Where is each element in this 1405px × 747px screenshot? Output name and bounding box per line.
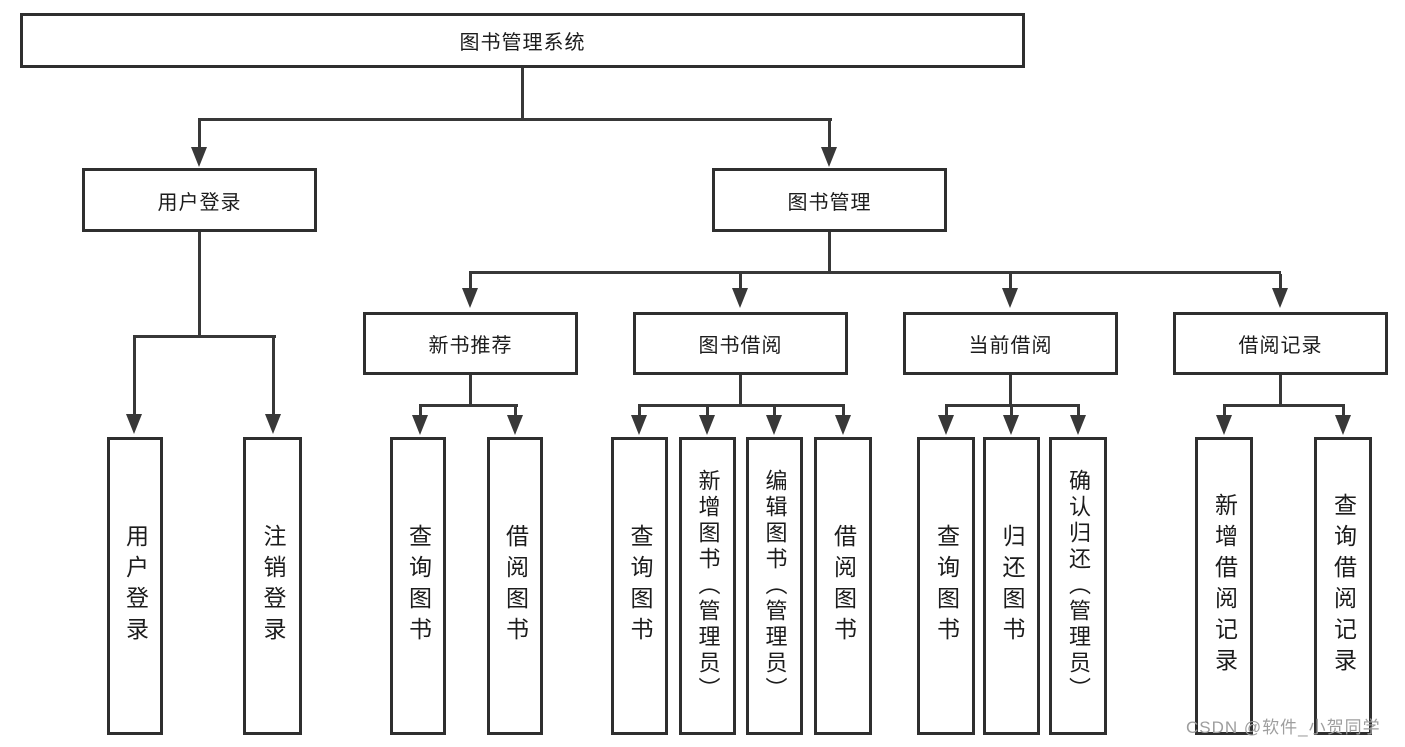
- leaf-br-query-record: 查询借阅记录: [1314, 437, 1372, 735]
- edge-level2-bus: [198, 118, 832, 121]
- leaf-cb-confirm-return-label: 确认归还（管理员）: [1066, 469, 1091, 703]
- leaf-rec-borrow-books-label: 借阅图书: [502, 524, 529, 648]
- leaf-bb-query-books-label: 查询图书: [627, 524, 653, 648]
- leaf-cb-query-books: 查询图书: [917, 437, 975, 735]
- edge-user-login-bus: [133, 335, 276, 338]
- arrowhead-book-mgmt: [821, 147, 837, 167]
- edge-rec-bus: [419, 404, 518, 407]
- edge-drop-bb-add: [706, 407, 709, 416]
- node-current-borrow: 当前借阅: [903, 312, 1118, 375]
- edge-drop-book-borrow: [739, 274, 742, 289]
- edge-drop-book-mgmt: [828, 121, 831, 148]
- leaf-bb-borrow-books-label: 借阅图书: [830, 524, 857, 648]
- node-borrow-records: 借阅记录: [1173, 312, 1388, 375]
- edge-drop-cb-return: [1010, 407, 1013, 416]
- leaf-bb-add-books-label: 新增图书（管理员）: [695, 469, 721, 703]
- leaf-cb-query-books-label: 查询图书: [933, 524, 960, 648]
- arrowhead-user-login: [191, 147, 207, 167]
- node-root: 图书管理系统: [20, 13, 1025, 68]
- leaf-rec-query-books-label: 查询图书: [405, 524, 432, 648]
- leaf-bb-query-books: 查询图书: [611, 437, 668, 735]
- arrowhead-rec-borrow: [507, 415, 523, 435]
- edge-drop-bb-edit: [773, 407, 776, 416]
- node-current-borrow-label: 当前借阅: [968, 335, 1053, 357]
- arrowhead-bb-add: [699, 415, 715, 435]
- edge-cb-trunk: [1009, 375, 1012, 406]
- arrowhead-cb-query: [938, 415, 954, 435]
- leaf-br-add-record-label: 新增借阅记录: [1211, 493, 1238, 679]
- edge-drop-ul-login: [133, 338, 136, 415]
- leaf-cb-return-books: 归还图书: [983, 437, 1040, 735]
- arrowhead-book-borrow: [732, 288, 748, 308]
- leaf-br-query-record-label: 查询借阅记录: [1330, 493, 1357, 679]
- edge-drop-rec-query: [419, 407, 422, 416]
- arrowhead-bb-query: [631, 415, 647, 435]
- node-new-book-rec-label: 新书推荐: [428, 335, 513, 357]
- leaf-rec-query-books: 查询图书: [390, 437, 446, 735]
- edge-bb-bus: [638, 404, 845, 407]
- edge-br-trunk: [1279, 375, 1282, 406]
- edge-drop-rec-borrow: [514, 407, 517, 416]
- node-borrow-records-label: 借阅记录: [1238, 335, 1323, 357]
- edge-cb-bus: [945, 404, 1080, 407]
- arrowhead-borrow-records: [1272, 288, 1288, 308]
- edge-drop-cb-confirm: [1077, 407, 1080, 416]
- arrowhead-br-add: [1216, 415, 1232, 435]
- arrowhead-cb-return: [1003, 415, 1019, 435]
- leaf-cb-return-books-label: 归还图书: [999, 524, 1025, 648]
- edge-drop-bb-borrow: [842, 407, 845, 416]
- leaf-br-add-record: 新增借阅记录: [1195, 437, 1253, 735]
- node-book-borrow: 图书借阅: [633, 312, 848, 375]
- arrowhead-bb-edit: [766, 415, 782, 435]
- node-user-login: 用户登录: [82, 168, 317, 232]
- arrowhead-bb-borrow: [835, 415, 851, 435]
- arrowhead-new-book-rec: [462, 288, 478, 308]
- edge-drop-new-book-rec: [469, 274, 472, 289]
- leaf-cb-confirm-return: 确认归还（管理员）: [1049, 437, 1107, 735]
- leaf-bb-borrow-books: 借阅图书: [814, 437, 872, 735]
- leaf-logout: 注销登录: [243, 437, 302, 735]
- edge-bb-trunk: [739, 375, 742, 406]
- edge-user-login-trunk: [198, 232, 201, 337]
- arrowhead-ul-login: [126, 414, 142, 434]
- edge-drop-borrow-records: [1279, 274, 1282, 289]
- node-root-label: 图书管理系统: [459, 32, 586, 54]
- edge-drop-ul-logout: [272, 338, 275, 415]
- csdn-watermark: CSDN @软件_小贺同学: [1186, 718, 1381, 737]
- node-user-login-label: 用户登录: [157, 191, 242, 214]
- edge-br-bus: [1223, 404, 1345, 407]
- leaf-logout-label: 注销登录: [260, 524, 286, 648]
- arrowhead-rec-query: [412, 415, 428, 435]
- edge-drop-br-query: [1342, 407, 1345, 416]
- edge-drop-cb-query: [945, 407, 948, 416]
- leaf-bb-add-books: 新增图书（管理员）: [679, 437, 736, 735]
- leaf-bb-edit-books: 编辑图书（管理员）: [746, 437, 803, 735]
- edge-drop-bb-query: [638, 407, 641, 416]
- edge-drop-current-borrow: [1009, 274, 1012, 289]
- edge-drop-user-login: [198, 121, 201, 148]
- arrowhead-cb-confirm: [1070, 415, 1086, 435]
- leaf-rec-borrow-books: 借阅图书: [487, 437, 543, 735]
- node-book-borrow-label: 图书借阅: [698, 335, 783, 357]
- arrowhead-current-borrow: [1002, 288, 1018, 308]
- arrowhead-ul-logout: [265, 414, 281, 434]
- edge-book-mgmt-trunk: [828, 232, 831, 273]
- edge-root-trunk: [521, 68, 524, 120]
- node-book-mgmt: 图书管理: [712, 168, 947, 232]
- leaf-bb-edit-books-label: 编辑图书（管理员）: [762, 469, 788, 703]
- edge-level3-bus: [469, 271, 1281, 274]
- arrowhead-br-query: [1335, 415, 1351, 435]
- leaf-user-login-label: 用户登录: [122, 524, 149, 648]
- node-new-book-rec: 新书推荐: [363, 312, 578, 375]
- leaf-user-login: 用户登录: [107, 437, 163, 735]
- edge-rec-trunk: [469, 375, 472, 406]
- node-book-mgmt-label: 图书管理: [787, 191, 872, 214]
- edge-drop-br-add: [1223, 407, 1226, 416]
